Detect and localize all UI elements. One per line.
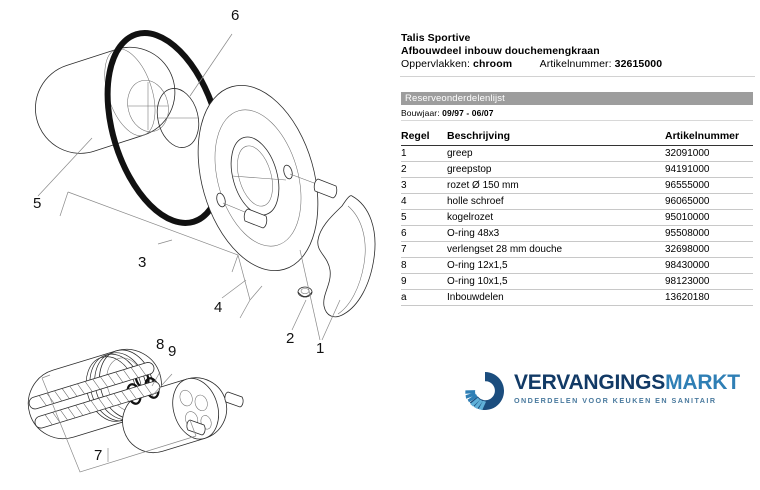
build-year-row: Bouwjaar: 09/97 - 06/07 (401, 108, 753, 118)
cell-regel: 7 (401, 241, 447, 258)
product-subtitle: Afbouwdeel inbouw douchemengkraan (401, 45, 600, 57)
header-divider (400, 76, 755, 77)
table-row: a Inbouwdelen 13620180 (401, 289, 753, 306)
callout-3: 3 (138, 254, 147, 271)
cell-regel: 4 (401, 193, 447, 210)
cell-artikelnummer: 95010000 (665, 209, 753, 226)
cell-artikelnummer: 13620180 (665, 289, 753, 306)
part-holle-schroef (216, 164, 338, 229)
callout-1: 1 (316, 340, 325, 357)
table-row: 3 rozet Ø 150 mm 96555000 (401, 177, 753, 194)
column-header-regel: Regel (401, 128, 447, 146)
segmented-circle-logo-icon (462, 368, 508, 414)
callout-2: 2 (286, 330, 295, 347)
cell-artikelnummer: 94191000 (665, 161, 753, 178)
cell-beschrijving: O-ring 48x3 (447, 225, 665, 242)
cell-regel: 8 (401, 257, 447, 274)
cell-beschrijving: rozet Ø 150 mm (447, 177, 665, 194)
product-meta-row: Oppervlakken: chroom Artikelnummer: 3261… (401, 58, 662, 70)
cell-regel: 2 (401, 161, 447, 178)
cell-beschrijving: O-ring 10x1,5 (447, 273, 665, 290)
company-logo: VERVANGINGSMARKT ONDERDELEN VOOR KEUKEN … (462, 366, 740, 416)
cell-beschrijving: kogelrozet (447, 209, 665, 226)
table-row: 4 holle schroef 96065000 (401, 193, 753, 210)
exploded-parts-diagram: .ln{fill:none;stroke:#2b2b2b;stroke-widt… (27, 7, 376, 473)
diagram-svg: .ln{fill:none;stroke:#2b2b2b;stroke-widt… (27, 30, 376, 473)
cell-artikelnummer: 95508000 (665, 225, 753, 242)
build-year-divider (401, 120, 753, 121)
cell-artikelnummer: 32698000 (665, 241, 753, 258)
spare-parts-band: Reserveonderdelenlijst (401, 92, 753, 105)
cell-regel: 5 (401, 209, 447, 226)
build-year-label: Bouwjaar: (401, 108, 440, 118)
cell-regel: 9 (401, 273, 447, 290)
column-header-beschrijving: Beschrijving (447, 128, 665, 146)
cell-regel: a (401, 289, 447, 306)
logo-wordmark: VERVANGINGSMARKT (514, 372, 740, 393)
logo-name-light: MARKT (665, 371, 740, 394)
table-header-row: Regel Beschrijving Artikelnummer (401, 128, 753, 146)
callout-9: 9 (168, 343, 177, 360)
cell-artikelnummer: 98123000 (665, 273, 753, 290)
part-rozet-disc (197, 84, 319, 272)
article-value: 32615000 (614, 58, 663, 70)
callout-4: 4 (214, 299, 223, 316)
info-panel: Talis Sportive Afbouwdeel inbouw douchem… (395, 0, 760, 490)
bottom-bracket (41, 371, 197, 473)
diagram-leaders (37, 33, 341, 341)
parts-table: Regel Beschrijving Artikelnummer 1 greep… (401, 128, 753, 306)
cell-regel: 1 (401, 145, 447, 162)
table-row: 8 O-ring 12x1,5 98430000 (401, 257, 753, 274)
article-label: Artikelnummer: (539, 58, 612, 70)
table-row: 2 greepstop 94191000 (401, 161, 753, 178)
part-greep-handle (317, 195, 376, 318)
cell-beschrijving: greep (447, 145, 665, 162)
spare-parts-band-title: Reserveonderdelenlijst (405, 93, 505, 104)
cell-beschrijving: greepstop (447, 161, 665, 178)
logo-tagline: ONDERDELEN VOOR KEUKEN EN SANITAIR (514, 396, 717, 405)
cell-regel: 6 (401, 225, 447, 242)
callout-7: 7 (94, 447, 103, 464)
table-row: 6 O-ring 48x3 95508000 (401, 225, 753, 242)
callout-6: 6 (231, 7, 240, 24)
cell-artikelnummer: 98430000 (665, 257, 753, 274)
build-year-value: 09/97 - 06/07 (442, 108, 494, 118)
cell-artikelnummer: 32091000 (665, 145, 753, 162)
callout-8: 8 (156, 336, 165, 353)
cell-beschrijving: O-ring 12x1,5 (447, 257, 665, 274)
table-row: 9 O-ring 10x1,5 98123000 (401, 273, 753, 290)
logo-name-dark: VERVANGINGS (514, 371, 666, 394)
diagram-brackets (59, 191, 263, 319)
part-greepstop (297, 286, 313, 298)
cell-beschrijving: verlengset 28 mm douche (447, 241, 665, 258)
product-title: Talis Sportive (401, 32, 471, 44)
logo-text-block: VERVANGINGSMARKT ONDERDELEN VOOR KEUKEN … (514, 372, 740, 405)
cell-beschrijving: holle schroef (447, 193, 665, 210)
surface-label: Oppervlakken: (401, 58, 471, 70)
parts-table-body: 1 greep 32091000 2 greepstop 94191000 3 … (401, 145, 753, 306)
cell-regel: 3 (401, 177, 447, 194)
table-row: 5 kogelrozet 95010000 (401, 209, 753, 226)
column-header-artikelnummer: Artikelnummer (665, 128, 753, 146)
table-row: 7 verlengset 28 mm douche 32698000 (401, 241, 753, 258)
table-row: 1 greep 32091000 (401, 145, 753, 162)
cell-beschrijving: Inbouwdelen (447, 289, 665, 306)
surface-value: chroom (473, 58, 513, 70)
callout-5: 5 (33, 195, 42, 212)
cell-artikelnummer: 96065000 (665, 193, 753, 210)
cell-artikelnummer: 96555000 (665, 177, 753, 194)
